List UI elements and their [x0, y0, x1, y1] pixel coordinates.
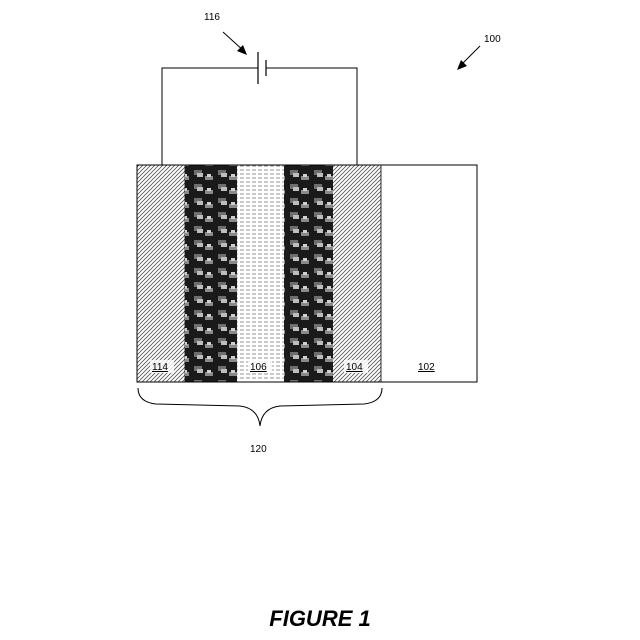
layer-104	[333, 165, 381, 382]
label-102: 102	[418, 362, 435, 373]
label-116: 116	[204, 12, 220, 23]
layer-102	[381, 165, 477, 382]
stack-brace	[138, 388, 382, 426]
label-106: 106	[250, 362, 267, 373]
voltage-source-arrow	[223, 32, 247, 55]
circuit-wire	[162, 68, 357, 165]
label-120: 120	[250, 444, 267, 455]
label-100: 100	[484, 34, 501, 45]
label-104: 104	[346, 362, 363, 373]
device-arrow	[457, 46, 480, 70]
layer-dark-right	[284, 165, 333, 382]
layer-114	[137, 165, 185, 382]
layer-106	[237, 165, 284, 382]
layer-dark-left	[185, 165, 237, 382]
voltage-source-icon	[258, 52, 266, 84]
layer-stack	[137, 165, 477, 382]
label-114: 114	[152, 362, 168, 373]
figure-caption: FIGURE 1	[269, 606, 370, 631]
